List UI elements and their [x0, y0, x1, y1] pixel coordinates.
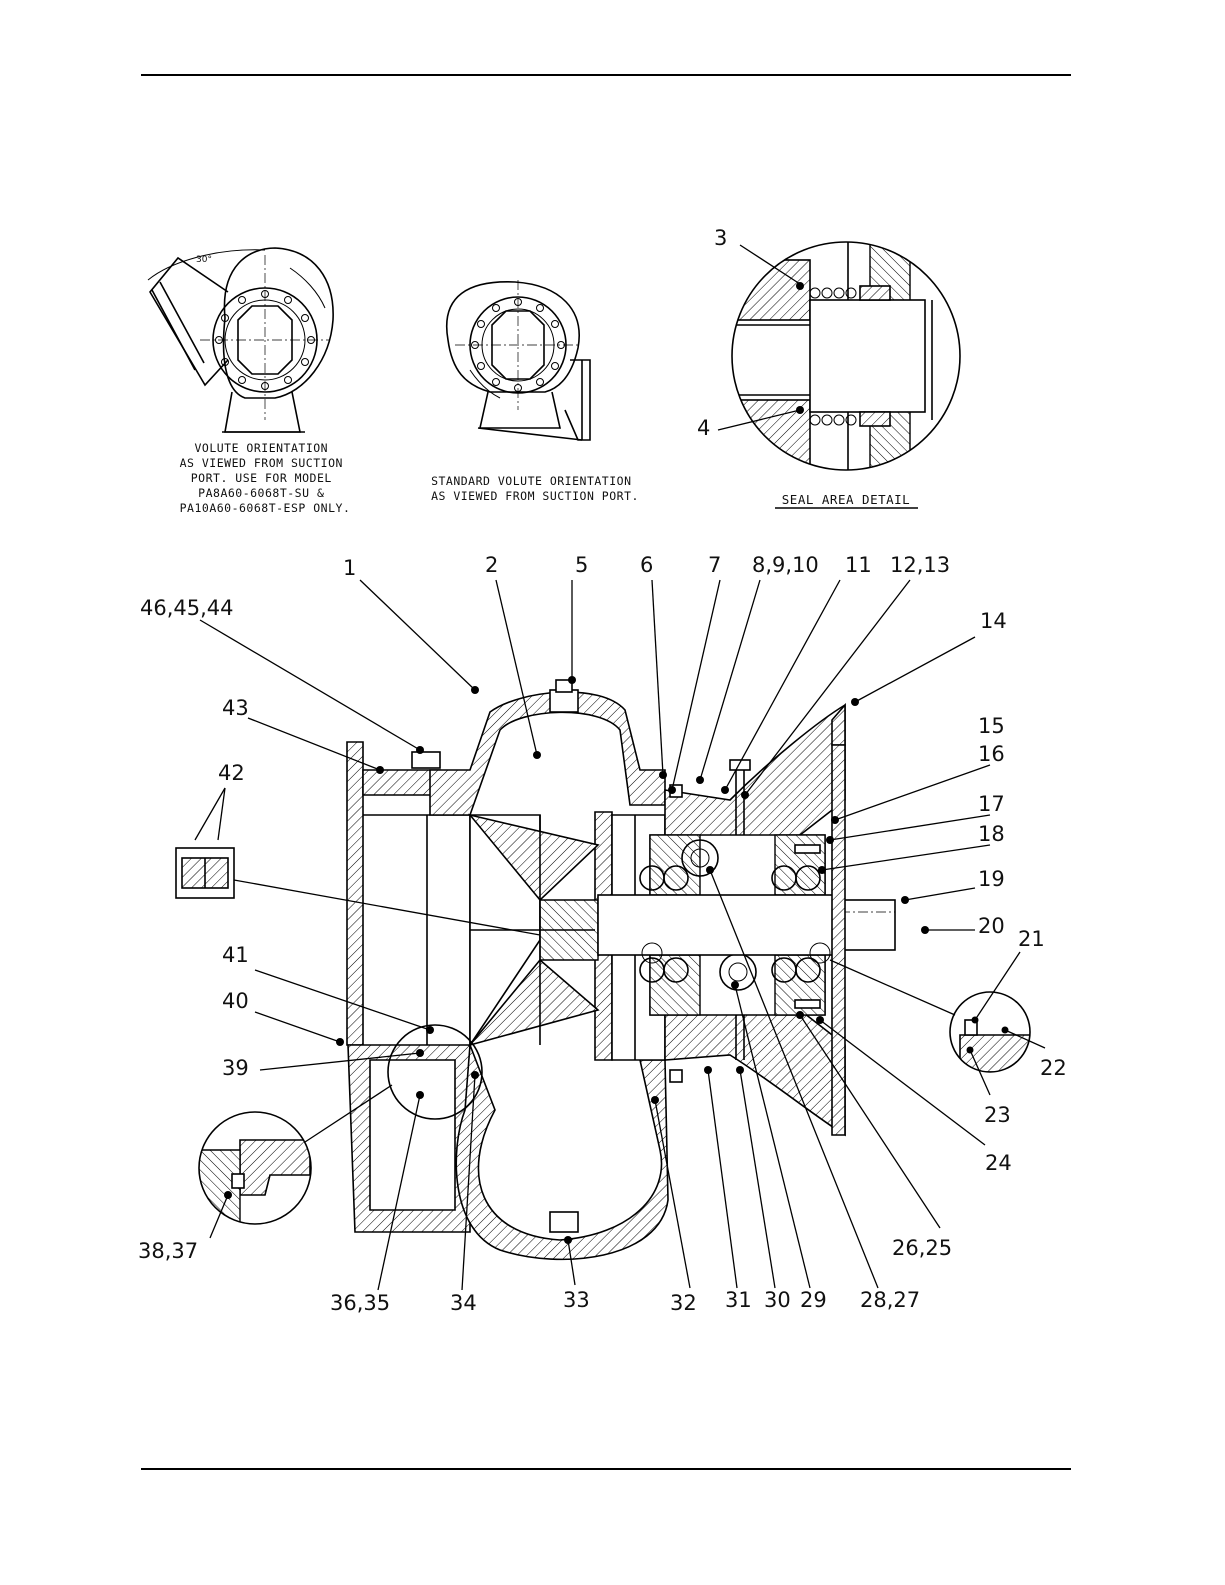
seal-detail-caption: SEAL AREA DETAIL	[782, 492, 910, 507]
callout-4: 4	[697, 416, 710, 440]
callout-22: 22	[1040, 1056, 1067, 1080]
callout-12-13: 12,13	[890, 553, 950, 577]
callout-24: 24	[985, 1151, 1012, 1175]
callout-46-45-44: 46,45,44	[140, 596, 234, 620]
top-rule	[141, 74, 1071, 76]
left-view-caption: VOLUTE ORIENTATION AS VIEWED FROM SUCTIO…	[180, 441, 351, 515]
callout-33: 33	[563, 1288, 590, 1312]
callout-20: 20	[978, 914, 1005, 938]
callout-40: 40	[222, 989, 249, 1013]
callout-16: 16	[978, 742, 1005, 766]
callout-14: 14	[980, 609, 1007, 633]
callout-38-37: 38,37	[138, 1239, 198, 1263]
callout-42: 42	[218, 761, 245, 785]
leader-arrowheads	[224, 282, 1009, 1244]
leader-lines	[194, 244, 1046, 1291]
center-view-caption: STANDARD VOLUTE ORIENTATION AS VIEWED FR…	[431, 474, 639, 503]
seal-area-detail: SEAL AREA DETAIL	[731, 241, 961, 509]
callout-41: 41	[222, 943, 249, 967]
callout-8-9-10: 8,9,10	[752, 553, 819, 577]
callout-1: 1	[343, 556, 356, 580]
callout-labels: 3 4 1 2 5 6 7 8,9,10 11 12,13 14 46,45,4…	[138, 226, 1067, 1315]
callout-21: 21	[1018, 927, 1045, 951]
callout-31: 31	[725, 1288, 752, 1312]
callout-39: 39	[222, 1056, 249, 1080]
angle-label: 30°	[196, 255, 212, 265]
bottom-rule	[141, 1468, 1071, 1470]
callout-30: 30	[764, 1288, 791, 1312]
callout-43: 43	[222, 696, 249, 720]
callout-26-25: 26,25	[892, 1236, 952, 1260]
callout-5: 5	[575, 553, 588, 577]
callout-6: 6	[640, 553, 653, 577]
volute-view-alternate: 30° VOLUTE ORIENTATION AS VIEWED FROM SU…	[147, 247, 351, 515]
callout-36-35: 36,35	[330, 1291, 390, 1315]
callout-29: 29	[800, 1288, 827, 1312]
volute-view-standard: STANDARD VOLUTE ORIENTATION AS VIEWED FR…	[431, 280, 639, 503]
callout-23: 23	[984, 1103, 1011, 1127]
callout-15: 15	[978, 714, 1005, 738]
callout-28-27: 28,27	[860, 1288, 920, 1312]
callout-18: 18	[978, 822, 1005, 846]
callout-3: 3	[714, 226, 727, 250]
callout-32: 32	[670, 1291, 697, 1315]
callout-17: 17	[978, 792, 1005, 816]
callout-7: 7	[708, 553, 721, 577]
callout-11: 11	[845, 553, 872, 577]
callout-2: 2	[485, 553, 498, 577]
pump-section-view	[175, 679, 1031, 1261]
callout-19: 19	[978, 867, 1005, 891]
callout-34: 34	[450, 1291, 477, 1315]
